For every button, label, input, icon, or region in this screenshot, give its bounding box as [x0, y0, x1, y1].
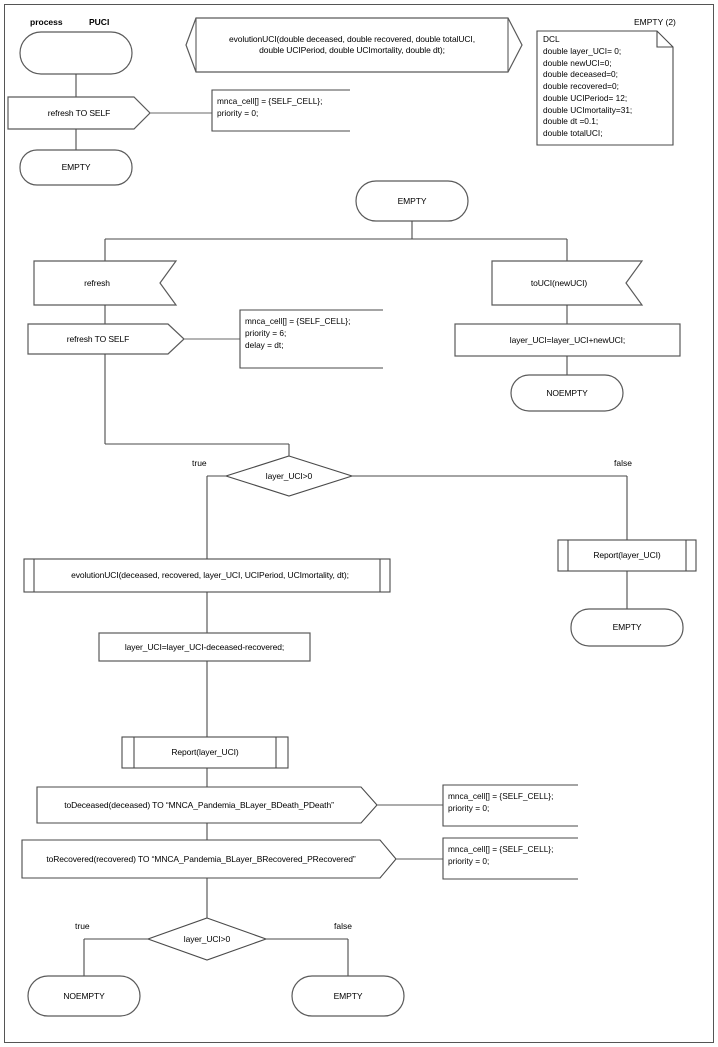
page-label: EMPTY (2)	[634, 17, 676, 27]
state-empty-top-left[interactable]: EMPTY	[61, 162, 91, 173]
comment-note-deceased: mnca_cell[] = {SELF_CELL}; priority = 0;	[448, 791, 554, 813]
process-name-label: PUCI	[89, 17, 110, 27]
state-noempty-right[interactable]: NOEMPTY	[546, 387, 588, 398]
comment-note-recovered: mnca_cell[] = {SELF_CELL}; priority = 0;	[448, 844, 554, 866]
process-keyword-label: process	[30, 17, 63, 27]
procedure-call-report-false[interactable]: Report(layer_UCI)	[593, 550, 661, 561]
procedure-call-report-true[interactable]: Report(layer_UCI)	[171, 747, 239, 758]
state-empty-bottom[interactable]: EMPTY	[333, 990, 363, 1001]
output-signal-refresh-to-self-top[interactable]: refresh TO SELF	[47, 107, 111, 118]
decision-layer-uci-top[interactable]: layer_UCI>0	[265, 470, 313, 481]
output-signal-torecovered[interactable]: toRecovered(recovered) TO “MNCA_Pandemia…	[46, 853, 356, 864]
task-layer-uci-subtract[interactable]: layer_UCI=layer_UCI-deceased-recovered;	[124, 641, 285, 652]
procedure-call-evolutionuci[interactable]: evolutionUCI(deceased, recovered, layer_…	[71, 570, 349, 581]
decision-top-true-label: true	[192, 458, 207, 468]
decision-top-false-label: false	[614, 458, 632, 468]
procedure-header-text: evolutionUCI(double deceased, double rec…	[229, 34, 475, 55]
decision-bottom-false-label: false	[334, 921, 352, 931]
output-signal-todeceased[interactable]: toDeceased(deceased) TO “MNCA_Pandemia_B…	[64, 799, 334, 810]
comment-note-top: mnca_cell[] = {SELF_CELL}; priority = 0;	[217, 96, 323, 118]
decision-layer-uci-bottom[interactable]: layer_UCI>0	[183, 933, 231, 944]
state-empty-center[interactable]: EMPTY	[397, 195, 427, 206]
input-signal-refresh[interactable]: refresh	[84, 277, 110, 288]
start-state[interactable]	[20, 32, 132, 74]
comment-note-refresh: mnca_cell[] = {SELF_CELL}; priority = 6;…	[245, 316, 351, 350]
state-noempty-bottom[interactable]: NOEMPTY	[63, 990, 105, 1001]
declaration-note-text: DCL double layer_UCI= 0; double newUCI=0…	[543, 34, 633, 139]
state-empty-false[interactable]: EMPTY	[612, 622, 642, 633]
input-signal-touci[interactable]: toUCI(newUCI)	[530, 277, 588, 288]
decision-bottom-true-label: true	[75, 921, 90, 931]
output-signal-refresh-to-self[interactable]: refresh TO SELF	[66, 333, 130, 344]
page-border	[4, 4, 714, 1043]
task-layer-uci-add[interactable]: layer_UCI=layer_UCI+newUCI;	[509, 334, 626, 345]
